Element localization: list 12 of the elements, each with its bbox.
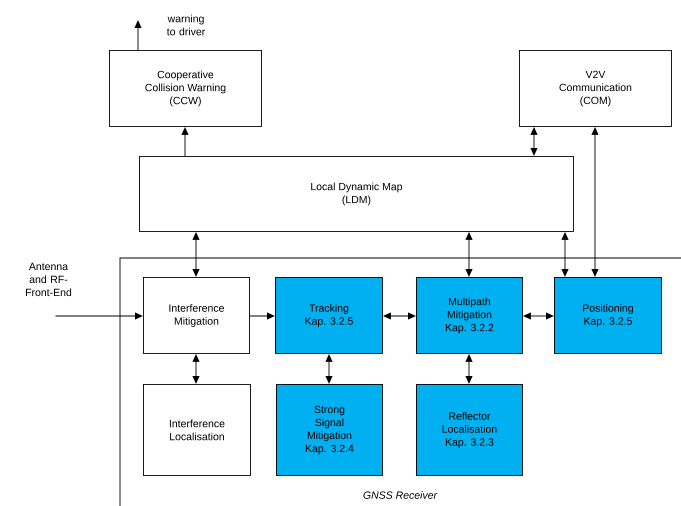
process-box: Strong Signal Mitigation Kap. 3.2.4	[276, 384, 383, 476]
process-box: Local Dynamic Map (LDM)	[139, 156, 574, 232]
process-box: Multipath Mitigation Kap. 3.2.2	[416, 277, 523, 354]
process-box: Interference Mitigation	[143, 277, 250, 354]
process-box: V2V Communication (COM)	[519, 50, 672, 127]
input-label: Antenna and RF-Front-End	[26, 262, 72, 296]
process-box: Interference Localisation	[143, 384, 251, 476]
process-box: Tracking Kap. 3.2.5	[275, 277, 383, 354]
process-box: Positioning Kap. 3.2.5	[554, 277, 662, 354]
process-box: Reflector Localisation Kap. 3.2.3	[416, 384, 523, 476]
process-box: Cooperative Collision Warning (CCW)	[109, 50, 262, 127]
edge-label: warning to driver	[166, 14, 206, 36]
